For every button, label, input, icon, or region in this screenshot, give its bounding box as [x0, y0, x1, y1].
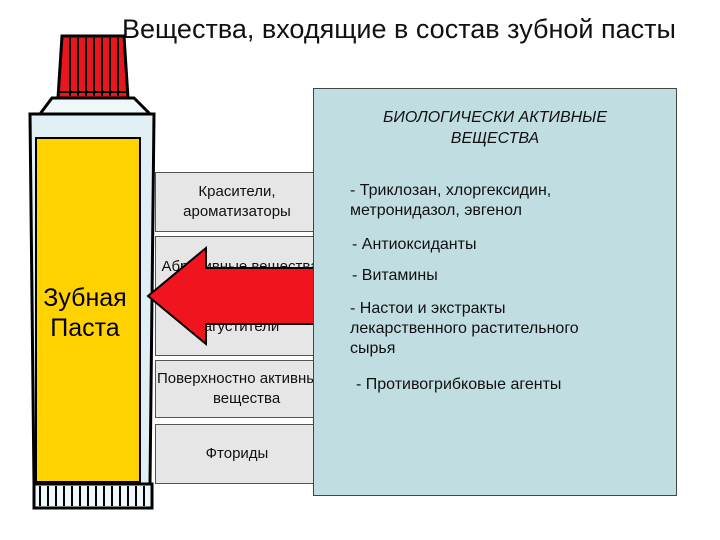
bio-item-line1: - Антиоксиданты — [352, 236, 477, 253]
category-label-line2: вещества — [213, 390, 281, 407]
category-colorants-flavors: Красители, ароматизаторы — [155, 172, 319, 232]
category-label-line1: Поверхностно активные — [157, 370, 319, 387]
bio-panel-title: БИОЛОГИЧЕСКИ АКТИВНЫЕ ВЕЩЕСТВА — [314, 107, 676, 149]
bio-item-line1: - Противогрибковые агенты — [356, 376, 562, 393]
bio-item-line1: - Витамины — [352, 267, 438, 284]
bio-item-line1: - Настои и экстракты — [350, 300, 506, 317]
category-abrasives: Абразивные вещества — [155, 236, 319, 296]
tube-label: Зубная Паста — [36, 283, 134, 343]
bio-title-line1: БИОЛОГИЧЕСКИ АКТИВНЫЕ — [382, 109, 608, 126]
tube-crimp — [32, 482, 154, 510]
tube-label-line1: Зубная — [43, 284, 127, 312]
tube-label-area — [35, 137, 141, 483]
bio-item-antifungal: - Противогрибковые агенты — [356, 375, 561, 395]
tube-neck — [37, 96, 154, 116]
bio-item-line2: лекарственного растительного — [350, 320, 579, 337]
bio-item-line3: сырья — [350, 340, 396, 357]
bio-item-antioxidants: - Антиоксиданты — [352, 235, 476, 255]
bio-item-line2: метронидазол, эвгенол — [350, 202, 523, 219]
category-label-line2: ароматизаторы — [183, 203, 291, 220]
bio-title-line2: ВЕЩЕСТВА — [450, 130, 540, 147]
category-surfactants: Поверхностно активные вещества — [155, 360, 319, 418]
category-thickeners: Загустители — [155, 298, 319, 356]
bio-item-line1: - Триклозан, хлоргексидин, — [350, 182, 552, 199]
tube-cap — [56, 34, 130, 100]
bio-item-antiseptics: - Триклозан, хлоргексидин, метронидазол,… — [350, 181, 551, 221]
bio-item-herbal-extracts: - Настои и экстракты лекарственного раст… — [350, 299, 579, 359]
category-label-line1: Абразивные вещества — [161, 258, 319, 275]
page-title: Вещества, входящие в состав зубной пасты — [122, 14, 676, 44]
bio-active-panel: БИОЛОГИЧЕСКИ АКТИВНЫЕ ВЕЩЕСТВА - Триклоз… — [313, 88, 677, 496]
category-label-line1: Фториды — [205, 445, 269, 462]
bio-item-vitamins: - Витамины — [352, 266, 438, 286]
tube-label-line2: Паста — [50, 314, 120, 342]
category-label-line1: Красители, — [198, 183, 276, 200]
category-label-line1: Загустители — [194, 318, 280, 335]
category-fluorides: Фториды — [155, 424, 319, 484]
